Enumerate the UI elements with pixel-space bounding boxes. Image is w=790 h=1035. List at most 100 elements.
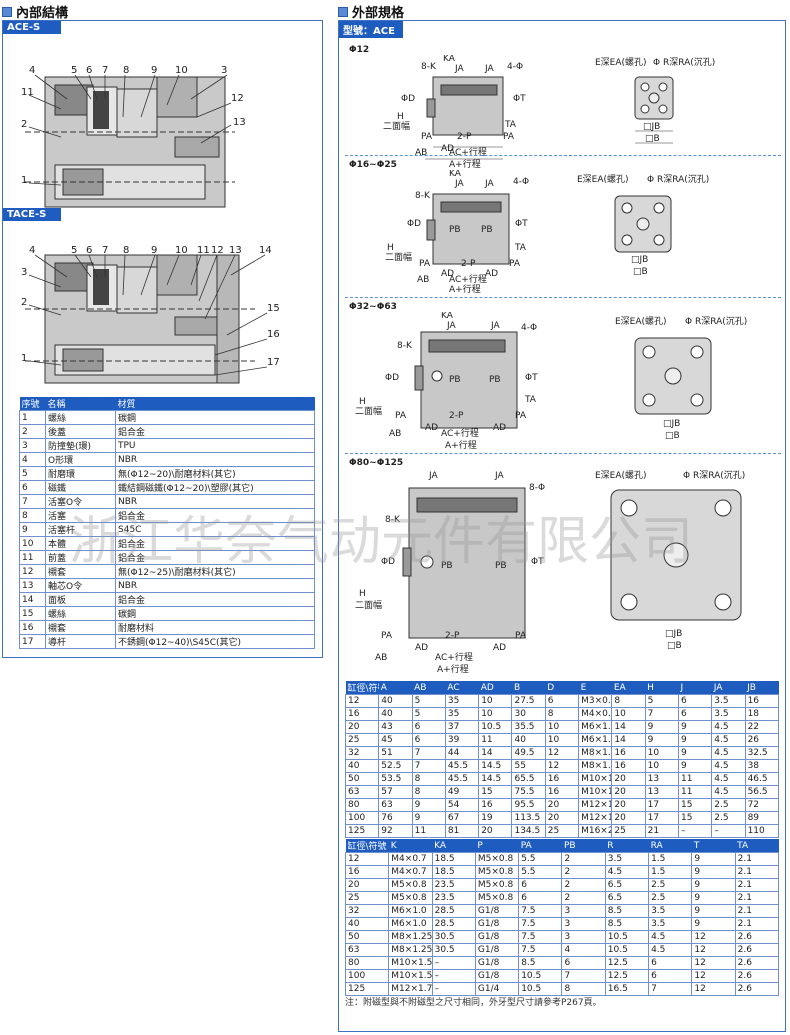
table-cell: 45 [378,733,413,747]
table-cell: 2.5 [648,878,693,892]
table-cell: G1/8 [474,917,520,931]
section-title: Φ32~Φ63 [349,302,397,312]
table-cell: M12×1.75 [388,982,433,996]
table-cell: 20 [611,811,646,825]
table-cell: 活塞杆 [45,522,116,537]
col-header: B [511,681,546,695]
dim-label: PB [449,375,461,385]
table-cell: 8 [561,982,606,996]
section-title: Φ16~Φ25 [349,160,397,170]
table-cell: M12×1.75 [578,798,613,812]
table-cell: 3.5 [648,917,693,931]
ace-callout: 13 [233,117,246,128]
table-cell: M10×1.5 [578,785,613,799]
dim-label: PA [515,411,527,421]
internal-structure-title: 內部結構 [16,6,69,21]
dim-label: AB [417,275,429,285]
table-cell: 12 [344,694,380,708]
table-cell: 耐磨材料 [115,620,315,635]
table-cell: M10×1.5 [388,956,433,970]
table-cell: 23.5 [431,878,476,892]
table-cell: 3 [561,917,606,931]
table-cell: 磁鐵 [45,480,116,495]
table-cell: 16 [478,798,513,812]
table-cell: G1/8 [474,969,520,983]
table-cell: 16.5 [604,982,650,996]
table-cell: 18.5 [431,865,476,879]
table-cell: 50 [344,772,380,786]
table-cell: 65.5 [511,772,546,786]
table-cell: 本體 [45,536,116,551]
table-cell: 81 [444,824,480,838]
dim-label: A+行程 [445,439,477,451]
table-cell: 1.5 [648,852,693,866]
model-tag: 型號：ACE [339,21,403,38]
table-cell: 16 [544,772,580,786]
dim-label: □B [667,641,682,651]
table-cell: 2.1 [734,917,780,931]
table-cell: 9 [691,878,736,892]
table-cell: 16 [744,694,780,708]
table-cell: 4 [561,943,606,957]
table-cell: M5×0.8 [474,852,520,866]
table-cell: 8.5 [604,904,650,918]
col-header: JB [745,681,779,695]
table-cell: 鋁合金 [115,424,315,439]
table-cell: 碳鋼 [115,606,315,621]
table-cell: 12 [544,746,580,760]
table-cell: 95.5 [511,798,546,812]
table-cell: 碳鋼 [115,410,315,425]
table-cell: M4×0.7 [578,707,613,721]
table-cell: M5×0.8 [474,878,520,892]
dim-label: 8-K [397,341,413,351]
dim-label: 4-Φ [521,323,537,333]
table-cell: S45C [115,522,315,537]
dim-label: PB [441,561,453,571]
table-cell: 鋁合金 [115,550,315,565]
table-cell: 4.5 [711,733,746,747]
table-cell: 14.5 [478,772,513,786]
dim-label: JA [454,64,464,74]
table-cell: 37 [444,720,480,734]
tace-callout: 5 [71,245,77,256]
table-cell: 67 [444,811,480,825]
table-cell: 鐵結鋼磁鐵(Φ12~20)\塑膠(其它) [115,480,315,495]
dim-label: JA [484,64,494,74]
col-header: RA [648,839,692,853]
table-cell: 14 [611,720,646,734]
section-phi12: Φ12 KA JA JA 8-K 4-Φ ΦD ΦT H 二面幅 PA 2-P [345,41,781,171]
table-cell: 32 [344,904,390,918]
table-cell: 7 [648,982,693,996]
table-cell: 30.5 [431,930,476,944]
dim-label: A+行程 [449,158,481,170]
tace-callout: 9 [151,245,157,256]
table-cell: 無(Φ12~20)\耐磨材料(其它) [115,466,315,481]
dimension-table-1: 缸徑\符號AABACADBDEEAHJJAJB 12405351027.56M3… [344,681,780,838]
table-cell: 8 [411,785,446,799]
table-cell: 11 [478,733,513,747]
table-cell: 7 [411,759,446,773]
table-cell: 2.6 [734,943,780,957]
col-header: EA [611,681,646,695]
dim-label: H [359,589,366,599]
table-cell: 12.5 [604,956,650,970]
tace-s-tag: TACE-S [3,208,61,221]
table-cell: 44 [444,746,480,760]
table-cell: 40 [378,694,413,708]
table-cell: 6 [411,733,446,747]
table-cell: 49 [444,785,480,799]
table-cell: 20 [611,772,646,786]
table-cell: 20 [611,798,646,812]
col-header: PB [561,839,606,853]
dim-label: ΦD [407,219,421,229]
table-cell: 16 [344,707,380,721]
